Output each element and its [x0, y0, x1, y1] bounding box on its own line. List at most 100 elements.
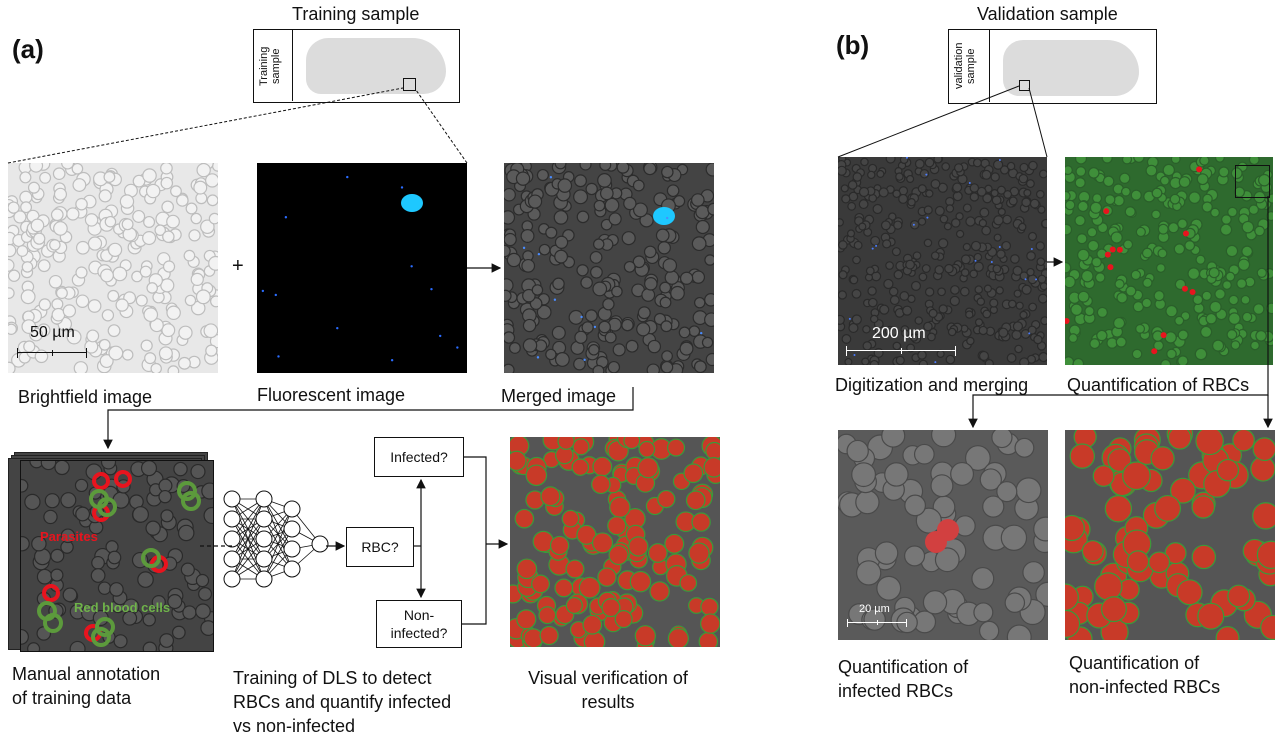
rbc-cell: [960, 254, 971, 265]
rbc-mask: [1130, 189, 1142, 201]
rbc-cell: [1018, 222, 1027, 232]
rbc-cell: [53, 187, 68, 201]
classified-rbc: [1169, 477, 1196, 504]
rbc-mask: [1070, 303, 1083, 316]
rbc-cell: [918, 272, 928, 282]
rbc-cell: [162, 230, 175, 243]
rbc-mask: [1077, 200, 1089, 213]
rbc-mask: [1177, 329, 1189, 341]
panel-b-label: (b): [836, 30, 870, 60]
classified-rbc: [637, 457, 659, 479]
rbc-cell: [132, 506, 149, 523]
rbc-cell: [978, 218, 988, 228]
rbc-cell: [161, 323, 176, 338]
rbc-cell: [597, 173, 612, 188]
rbc-cell: [930, 179, 941, 189]
rbc-cell: [193, 180, 208, 195]
scale-bar-20um-label: 20 µm: [859, 603, 890, 615]
rbc-cell: [592, 364, 605, 373]
fluorescent-dot: [934, 361, 937, 364]
rbc-cell: [930, 251, 940, 261]
rbc-cell: [195, 289, 211, 305]
rbc-mask: [1205, 312, 1218, 325]
rbc-cell: [48, 274, 63, 289]
rbc-cell: [1026, 251, 1036, 261]
rbc-cell: [889, 295, 900, 306]
rbc-mask: [1135, 323, 1146, 334]
rbc-cell: [1037, 205, 1046, 214]
rbc-cell: [190, 272, 204, 287]
rbc-cell: [71, 163, 84, 175]
rbc-cell: [1014, 344, 1023, 354]
rbc-cell: [553, 210, 569, 225]
rbc-cell: [919, 169, 930, 179]
rbc-cell: [576, 210, 590, 224]
rbc-cell: [885, 261, 894, 270]
rbc-cell: [158, 489, 172, 504]
fluorescent-dot: [875, 244, 878, 247]
rbc-cell: [98, 338, 111, 351]
rbc-mask: [1211, 339, 1225, 352]
rbc-cell: [69, 640, 86, 651]
rbc-cell: [142, 613, 156, 627]
classified-rbc: [1069, 443, 1096, 469]
rbc-cell: [1002, 214, 1012, 225]
rbc-cell: [838, 165, 847, 176]
classified-rbc: [554, 578, 574, 598]
fluorescent-dot: [553, 298, 557, 301]
rbc-cell: [122, 610, 138, 626]
rbc-cell: [978, 620, 1000, 640]
rbc-mask: [1115, 336, 1127, 348]
rbc-mask: [1065, 275, 1076, 289]
classified-rbc: [1104, 495, 1133, 523]
rbc-mask: [1170, 157, 1181, 164]
fluorescent-dot: [537, 252, 541, 256]
fluorescent-dot: [400, 186, 404, 189]
rbc-cell: [1021, 284, 1032, 295]
classified-rbc: [1176, 579, 1203, 606]
rbc-cell: [545, 226, 558, 239]
rbc-cell: [704, 312, 714, 328]
classified-rbc: [703, 457, 720, 478]
rbc-cell: [1028, 302, 1038, 312]
rbc-mask: [1230, 167, 1243, 180]
classified-rbc: [516, 609, 537, 630]
rbc-cell: [552, 277, 565, 291]
rbc-cell: [160, 163, 173, 175]
rbc-cell: [885, 157, 896, 164]
classified-rbc: [638, 440, 656, 458]
validation-slide: validation sample: [948, 29, 1157, 104]
rbc-mask: [1225, 244, 1239, 258]
rbc-cell: [531, 284, 544, 296]
rbc-cell: [949, 295, 960, 307]
rbc-cell: [991, 195, 1002, 206]
rbc-cell: [580, 276, 593, 289]
rbc-cell: [574, 330, 588, 344]
rbc-mask: [1173, 243, 1186, 255]
rbc-mask: [1142, 277, 1153, 288]
nn-node: [283, 520, 301, 538]
rbc-cell: [959, 286, 970, 297]
fluorescent-dot: [1024, 278, 1027, 281]
rbc-cell: [593, 199, 606, 212]
classified-rbc: [561, 509, 580, 528]
rbc-cell: [974, 285, 983, 294]
rbc-mask: [1252, 303, 1265, 315]
rbc-mask: [1086, 227, 1098, 238]
rbc-mask: [1065, 199, 1076, 211]
rbc-cell: [858, 199, 869, 210]
rbc-cell: [915, 507, 942, 534]
rbc-cell: [945, 204, 955, 213]
rbc-cell: [705, 163, 714, 177]
rbc-cell: [34, 349, 49, 364]
rbc-cell: [1012, 321, 1023, 332]
classified-rbc: [1122, 461, 1151, 491]
rbc-cell: [162, 260, 176, 273]
rbc-cell: [52, 167, 66, 181]
rbc-cell: [938, 304, 948, 314]
classified-rbc: [571, 458, 590, 476]
rbc-mask: [1187, 267, 1201, 280]
rbc-cell: [909, 333, 919, 342]
nn-node: [255, 530, 273, 548]
rbc-mask: [1196, 173, 1209, 186]
